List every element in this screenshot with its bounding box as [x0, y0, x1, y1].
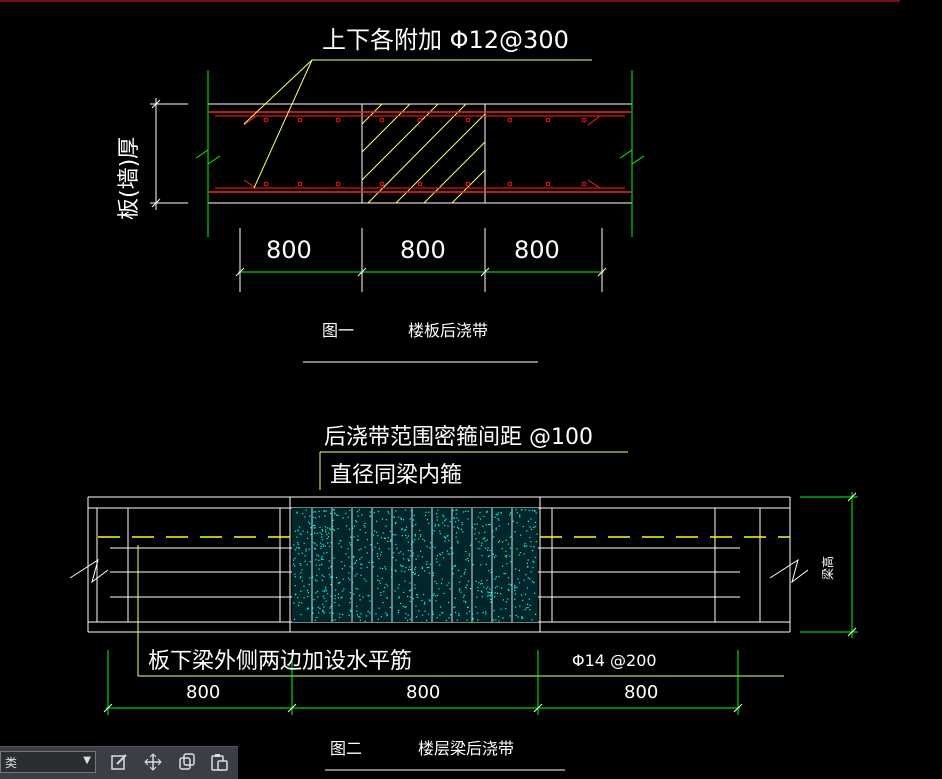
figure1-dim-3: 800 — [514, 236, 560, 264]
figure2-rebar-note: Φ14 @200 — [572, 651, 657, 670]
layer-select[interactable]: 类 ▼ — [0, 751, 96, 773]
chevron-down-icon: ▼ — [83, 755, 91, 766]
figure1-annotation: 上下各附加 Φ12@300 — [322, 26, 569, 54]
copy-icon[interactable] — [176, 752, 198, 774]
figure1-dim-1: 800 — [266, 236, 312, 264]
figure2-dim-3: 800 — [624, 682, 658, 703]
command-toolbar: 类 ▼ — [0, 746, 238, 779]
figure2-caption-number: 图二 — [330, 739, 362, 758]
layer-select-value: 类 — [5, 756, 18, 770]
figure1-caption-title: 楼板后浇带 — [408, 321, 488, 340]
paste-icon[interactable] — [208, 752, 230, 774]
figure2-dim-1: 800 — [186, 682, 220, 703]
figure1-slab-detail — [150, 59, 645, 363]
edit-icon[interactable] — [108, 752, 130, 774]
figure2-dim-2: 800 — [406, 682, 440, 703]
figure1-dim-2: 800 — [400, 236, 446, 264]
figure2-caption-title: 楼层梁后浇带 — [418, 739, 514, 758]
figure1-caption-number: 图一 — [322, 321, 354, 340]
figure2-annotation-line2: 直径同梁内箍 — [330, 463, 462, 488]
figure2-bottom-note: 板下梁外侧两边加设水平筋 — [148, 649, 412, 674]
figure2-beam-detail — [69, 451, 858, 771]
hatch-speckles — [293, 509, 538, 622]
figure2-beam-height-label: 梁高 — [820, 556, 835, 580]
figure1-thickness-label: 板(墙)厚 — [117, 137, 142, 220]
move-icon[interactable] — [142, 752, 164, 774]
figure2-annotation-line1: 后浇带范围密箍间距 @100 — [324, 425, 593, 450]
